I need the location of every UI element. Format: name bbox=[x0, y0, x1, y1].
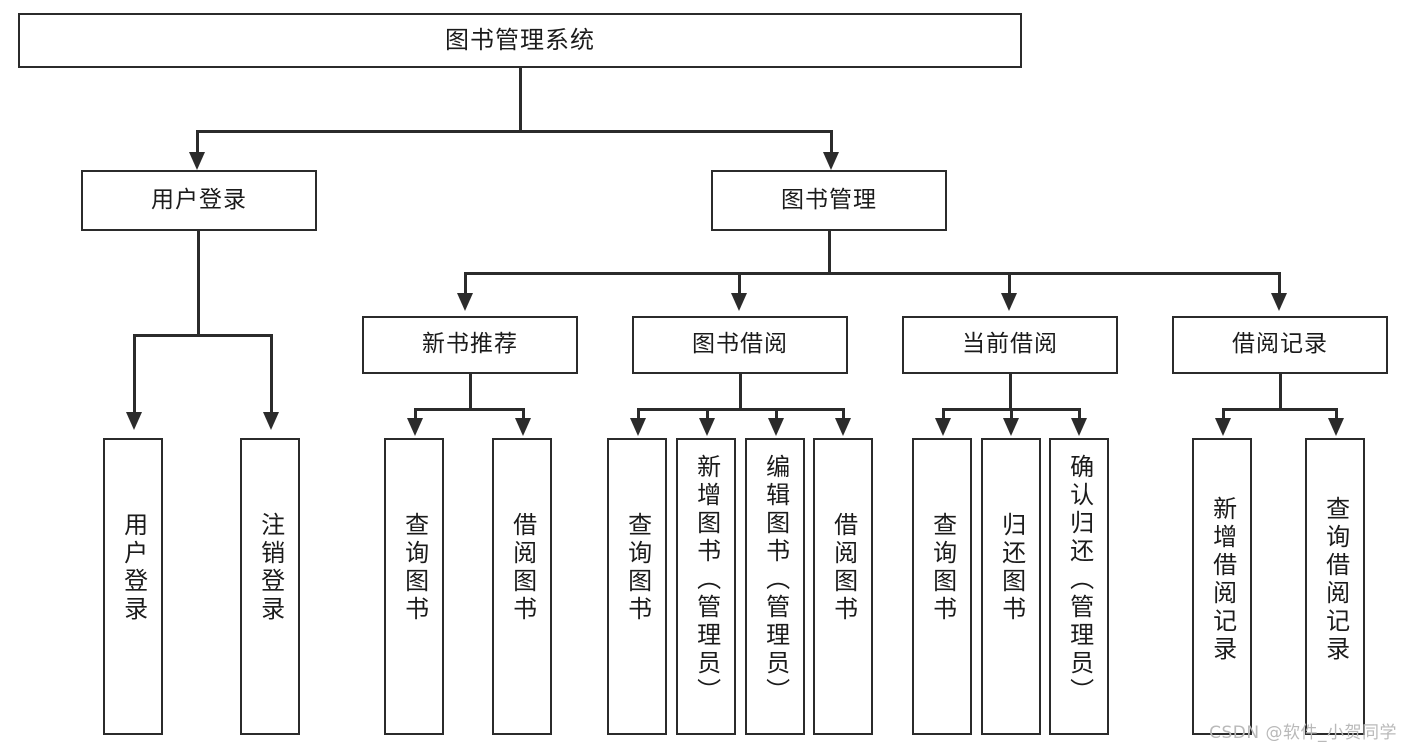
connector-borrow-record-leaf-1 bbox=[1222, 408, 1225, 420]
leaf-label: 借阅图书 bbox=[829, 512, 858, 624]
arrowhead-current-borrow-leaf-2 bbox=[1003, 418, 1019, 436]
arrowhead-new-book-leaf-1 bbox=[407, 418, 423, 436]
connector-to-user-login bbox=[196, 130, 199, 156]
leaf-label: 新增借阅记录 bbox=[1208, 496, 1237, 664]
connector-level2-bus bbox=[196, 130, 833, 133]
arrowhead-borrow-record-leaf-1 bbox=[1215, 418, 1231, 436]
arrowhead-new-book-leaf-2 bbox=[515, 418, 531, 436]
connector-book-borrow-bus bbox=[637, 408, 843, 411]
leaf-add-borrow-record[interactable]: 新增借阅记录 bbox=[1192, 438, 1252, 735]
arrowhead-book-borrow bbox=[731, 293, 747, 311]
leaf-label: 借阅图书 bbox=[508, 512, 537, 624]
leaf-label: 查询图书 bbox=[623, 512, 652, 624]
leaf-label: 编辑图书（管理员） bbox=[761, 454, 790, 706]
node-book-borrow[interactable]: 图书借阅 bbox=[632, 316, 848, 374]
leaf-logout[interactable]: 注销登录 bbox=[240, 438, 300, 735]
connector-user-login-stem bbox=[197, 231, 200, 335]
leaf-label: 用户登录 bbox=[119, 512, 148, 624]
node-label: 图书借阅 bbox=[692, 331, 788, 358]
node-current-borrow[interactable]: 当前借阅 bbox=[902, 316, 1118, 374]
node-label: 图书管理系统 bbox=[445, 26, 595, 55]
connector-user-login-leaf-1 bbox=[133, 334, 136, 416]
leaf-confirm-return-admin[interactable]: 确认归还（管理员） bbox=[1049, 438, 1109, 735]
connector-book-borrow-leaf-4 bbox=[842, 408, 845, 420]
connector-new-book-leaf-1 bbox=[414, 408, 417, 420]
connector-current-borrow-leaf-2 bbox=[1010, 408, 1013, 420]
connector-book-borrow-stem bbox=[739, 374, 742, 410]
leaf-return-book[interactable]: 归还图书 bbox=[981, 438, 1041, 735]
node-user-login[interactable]: 用户登录 bbox=[81, 170, 317, 231]
connector-borrow-record-bus bbox=[1222, 408, 1337, 411]
arrowhead-book-borrow-leaf-2 bbox=[699, 418, 715, 436]
leaf-query-book-borrow[interactable]: 查询图书 bbox=[607, 438, 667, 735]
node-new-book-recommend[interactable]: 新书推荐 bbox=[362, 316, 578, 374]
arrowhead-book-management bbox=[823, 152, 839, 170]
leaf-label: 归还图书 bbox=[997, 512, 1026, 624]
arrowhead-book-borrow-leaf-4 bbox=[835, 418, 851, 436]
connector-to-book-management bbox=[830, 130, 833, 156]
connector-root-stem bbox=[519, 68, 522, 131]
node-borrow-record[interactable]: 借阅记录 bbox=[1172, 316, 1388, 374]
connector-new-book-leaf-2 bbox=[522, 408, 525, 420]
connector-current-borrow-leaf-3 bbox=[1078, 408, 1081, 420]
leaf-query-book-recommend[interactable]: 查询图书 bbox=[384, 438, 444, 735]
connector-current-borrow-leaf-1 bbox=[942, 408, 945, 420]
connector-level3-bus bbox=[464, 272, 1281, 275]
node-label: 图书管理 bbox=[781, 186, 877, 213]
connector-user-login-bus bbox=[133, 334, 272, 337]
connector-current-borrow-stem bbox=[1009, 374, 1012, 410]
node-label: 用户登录 bbox=[151, 186, 247, 213]
connector-new-book-stem bbox=[469, 374, 472, 410]
leaf-add-book-admin[interactable]: 新增图书（管理员） bbox=[676, 438, 736, 735]
arrowhead-user-login-leaf-2 bbox=[263, 412, 279, 430]
connector-to-book-borrow bbox=[738, 272, 741, 296]
arrowhead-current-borrow-leaf-1 bbox=[935, 418, 951, 436]
arrowhead-user-login bbox=[189, 152, 205, 170]
arrowhead-user-login-leaf-1 bbox=[126, 412, 142, 430]
node-label: 借阅记录 bbox=[1232, 331, 1328, 358]
connector-borrow-record-stem bbox=[1279, 374, 1282, 410]
connector-book-management-stem bbox=[828, 231, 831, 274]
leaf-borrow-book[interactable]: 借阅图书 bbox=[813, 438, 873, 735]
leaf-label: 注销登录 bbox=[256, 512, 285, 624]
leaf-user-login[interactable]: 用户登录 bbox=[103, 438, 163, 735]
leaf-query-borrow-record[interactable]: 查询借阅记录 bbox=[1305, 438, 1365, 735]
connector-to-borrow-record bbox=[1278, 272, 1281, 296]
connector-user-login-leaf-2 bbox=[270, 334, 273, 416]
arrowhead-current-borrow-leaf-3 bbox=[1071, 418, 1087, 436]
connector-book-borrow-leaf-1 bbox=[637, 408, 640, 420]
arrowhead-borrow-record bbox=[1271, 293, 1287, 311]
leaf-label: 查询图书 bbox=[400, 512, 429, 624]
node-label: 当前借阅 bbox=[962, 331, 1058, 358]
leaf-query-book-current[interactable]: 查询图书 bbox=[912, 438, 972, 735]
leaf-edit-book-admin[interactable]: 编辑图书（管理员） bbox=[745, 438, 805, 735]
node-label: 新书推荐 bbox=[422, 331, 518, 358]
leaf-label: 查询图书 bbox=[928, 512, 957, 624]
leaf-borrow-book-recommend[interactable]: 借阅图书 bbox=[492, 438, 552, 735]
arrowhead-current-borrow bbox=[1001, 293, 1017, 311]
node-root-book-management-system[interactable]: 图书管理系统 bbox=[18, 13, 1022, 68]
leaf-label: 新增图书（管理员） bbox=[692, 454, 721, 706]
connector-book-borrow-leaf-2 bbox=[706, 408, 709, 420]
connector-new-book-bus bbox=[414, 408, 524, 411]
arrowhead-borrow-record-leaf-2 bbox=[1328, 418, 1344, 436]
leaf-label: 确认归还（管理员） bbox=[1065, 454, 1094, 706]
node-book-management[interactable]: 图书管理 bbox=[711, 170, 947, 231]
arrowhead-book-borrow-leaf-1 bbox=[630, 418, 646, 436]
arrowhead-new-book bbox=[457, 293, 473, 311]
connector-borrow-record-leaf-2 bbox=[1335, 408, 1338, 420]
connector-book-borrow-leaf-3 bbox=[775, 408, 778, 420]
csdn-watermark: CSDN @软件_小贺同学 bbox=[1209, 723, 1397, 743]
leaf-label: 查询借阅记录 bbox=[1321, 496, 1350, 664]
connector-to-new-book bbox=[464, 272, 467, 296]
connector-to-current-borrow bbox=[1008, 272, 1011, 296]
arrowhead-book-borrow-leaf-3 bbox=[768, 418, 784, 436]
